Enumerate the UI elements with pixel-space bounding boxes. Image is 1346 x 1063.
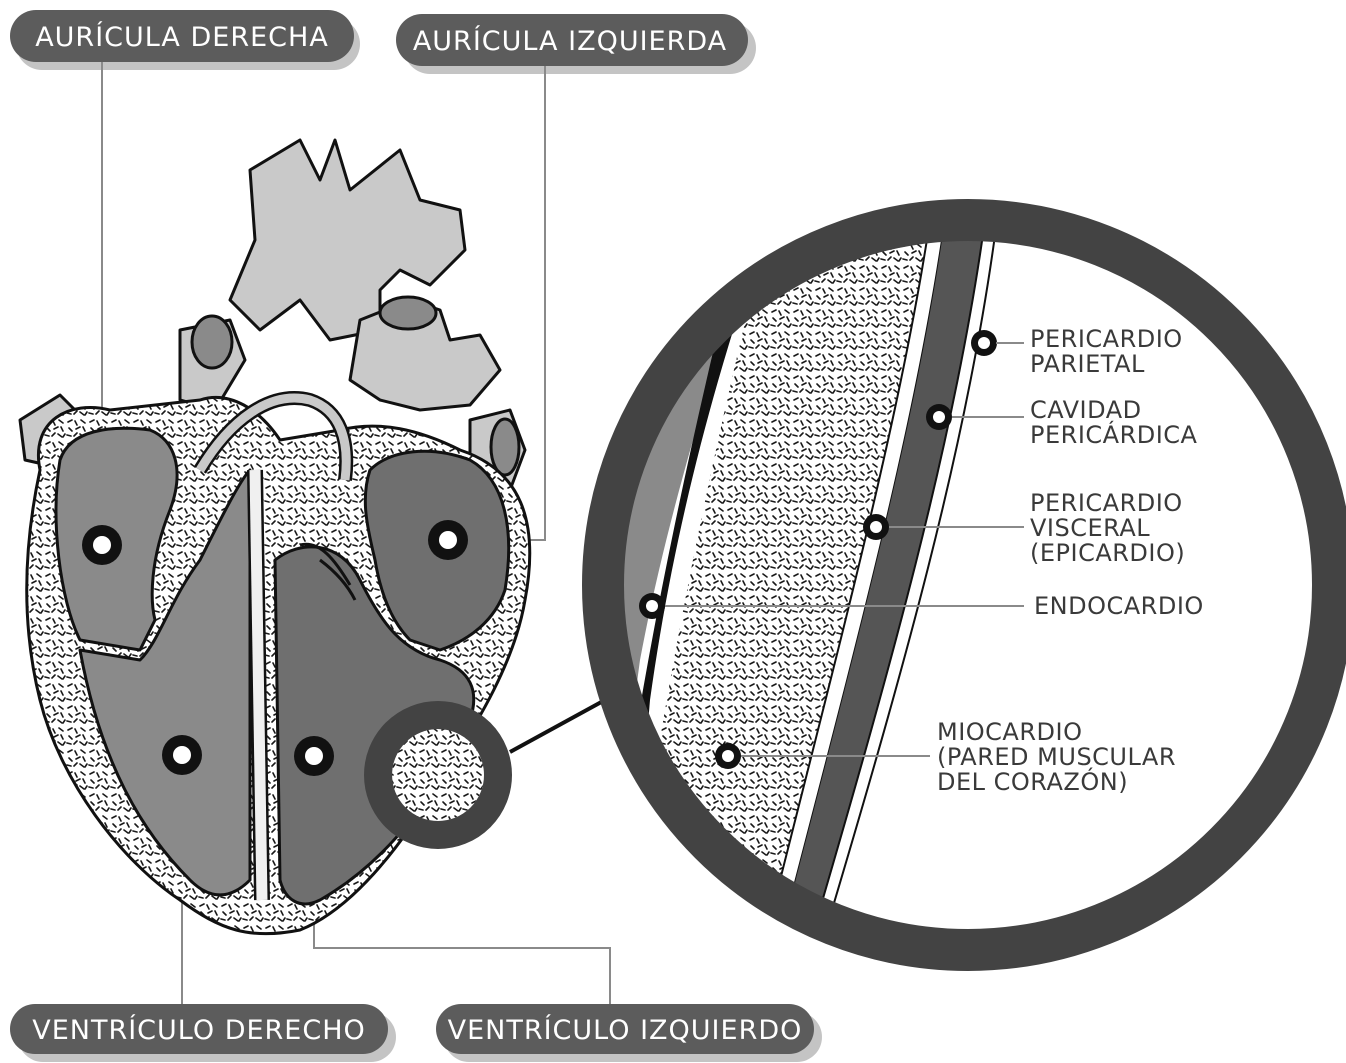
vena-cava-opening xyxy=(192,316,232,368)
label-auricula-izquierda-text: AURÍCULA IZQUIERDA xyxy=(413,25,727,57)
magnifier-connector xyxy=(510,700,605,752)
label-auricula-izquierda: AURÍCULA IZQUIERDA xyxy=(396,14,756,74)
vessel-opening xyxy=(380,297,436,329)
label-endocardio: ENDOCARDIO xyxy=(1034,592,1204,620)
label-ventriculo-derecho-text: VENTRÍCULO DERECHO xyxy=(32,1014,366,1046)
label-auricula-derecha: AURÍCULA DERECHA xyxy=(10,10,360,70)
zoom-circle xyxy=(600,220,1346,960)
label-ventriculo-izquierdo: VENTRÍCULO IZQUIERDO xyxy=(436,1004,822,1062)
label-ventriculo-derecho: VENTRÍCULO DERECHO xyxy=(10,1004,396,1062)
label-ventriculo-izquierdo-text: VENTRÍCULO IZQUIERDO xyxy=(448,1014,803,1046)
small-magnifier xyxy=(378,715,500,840)
label-auricula-derecha-text: AURÍCULA DERECHA xyxy=(35,21,329,53)
